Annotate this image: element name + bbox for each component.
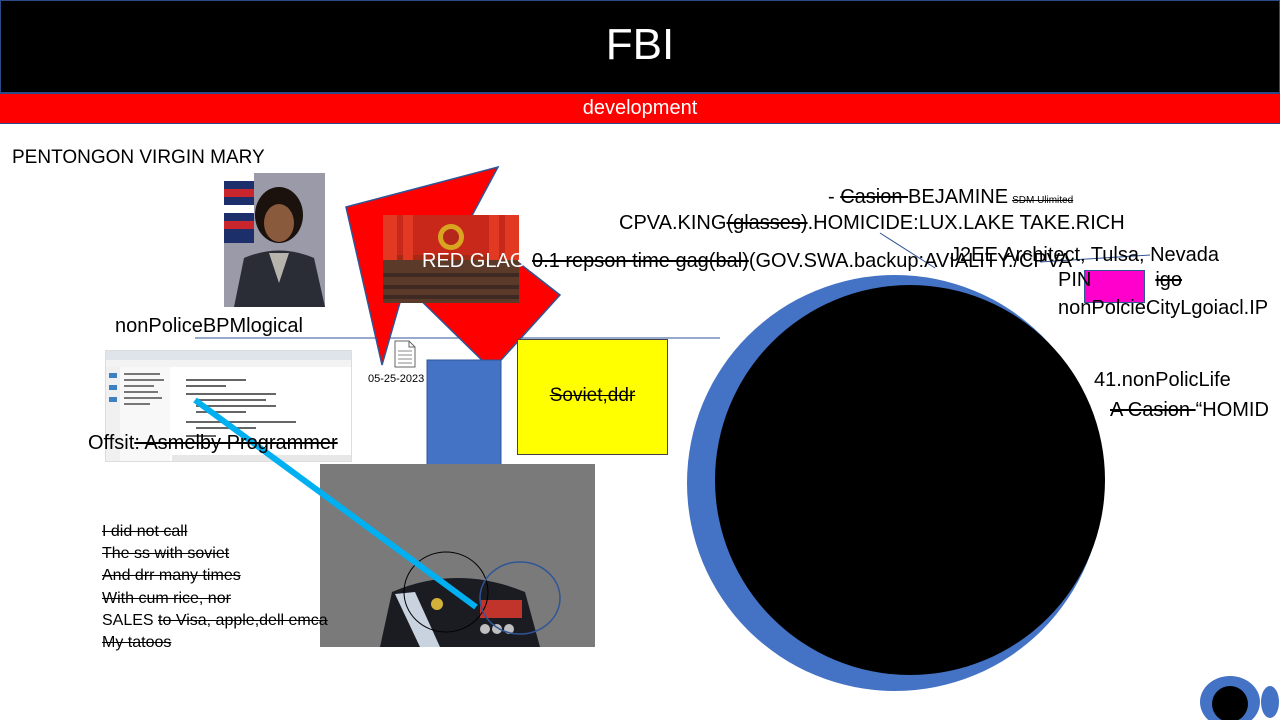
list-item: And drr many times <box>102 567 241 584</box>
a-casion-line: A Casion “HOMID <box>1110 399 1269 422</box>
cpva-line: CPVA.KING(glasses).HOMICIDE:LUX.LAKE TAK… <box>619 212 1125 235</box>
soviet-box <box>517 339 668 455</box>
cpva-suffix: .HOMICIDE:LUX.LAKE TAKE.RICH <box>807 212 1125 234</box>
list-item: I did not call <box>102 523 188 540</box>
casion-struck: Casion <box>840 186 909 208</box>
nonpolic-life-label: 41.nonPolicLife <box>1094 369 1231 391</box>
cpva-struck: (glasses) <box>726 212 808 234</box>
sdm-text: SDM Ulimited <box>1012 195 1074 206</box>
congress-photo <box>383 215 519 303</box>
pin-prefix: PIN <box>1058 269 1092 291</box>
slide-subtitle: development <box>582 97 698 119</box>
red-glag-struck: 0.1 repson time gag(bal) <box>532 250 749 272</box>
subtitle-bar <box>0 93 1280 124</box>
pin-struck: igo <box>1155 269 1183 291</box>
portrait-photo <box>224 173 325 307</box>
title-bar <box>0 0 1280 93</box>
corner-logo-icon <box>1200 676 1279 720</box>
pin-line: PIN igo <box>1058 269 1182 292</box>
nonpolice-city-label: nonPolcieCityLgoiacl.IP <box>1058 297 1269 319</box>
red-glag-suffix: (GOV.SWA.backup:AVIALITY./CPVA <box>748 250 1072 272</box>
moon-shape <box>687 275 1105 691</box>
offsit-prefix: Offsit <box>88 432 135 454</box>
homid-text: “HOMID <box>1195 399 1269 421</box>
list-item: With cum rice, nor <box>102 590 231 607</box>
bejamine-text: BEJAMINE <box>908 186 1009 208</box>
file-date-label: 05-25-2023 <box>368 373 425 385</box>
highlight-circles <box>403 551 561 635</box>
red-glag-line: RED GLAG(0.1 repson time gag(bal)(GOV.SW… <box>422 250 1072 273</box>
offsit-line: Offsit: Asmelby Programmer <box>88 432 338 455</box>
pentongon-label: PENTONGON VIRGIN MARY <box>12 147 265 168</box>
a-casion-struck: A Casion <box>1110 399 1196 421</box>
sales-line: SALES to Visa, apple,dell emca <box>102 612 328 630</box>
magenta-box <box>1084 270 1145 303</box>
soviet-box-label: Soviet,ddr <box>549 385 636 406</box>
j2ee-label: J2EE Architect, Tulsa, Nevada <box>950 244 1220 266</box>
list-item: The ss with soviet <box>102 545 230 562</box>
document-icon <box>394 340 416 368</box>
nonpolice-bpm-label: nonPoliceBPMlogical <box>115 315 303 337</box>
slide-title: FBI <box>605 20 675 69</box>
list-item: My tatoos <box>102 634 172 651</box>
uniform-photo <box>320 464 595 647</box>
red-glag-prefix: RED GLAG( <box>422 250 533 272</box>
code-editor-screenshot <box>105 350 352 462</box>
cpva-prefix: CPVA.KING <box>619 212 727 234</box>
casion-dash: - <box>828 186 841 208</box>
offsit-struck: : Asmelby Programmer <box>134 432 338 454</box>
sales-prefix: SALES <box>102 612 159 629</box>
sales-struck: to Visa, apple,dell emca <box>158 612 328 629</box>
